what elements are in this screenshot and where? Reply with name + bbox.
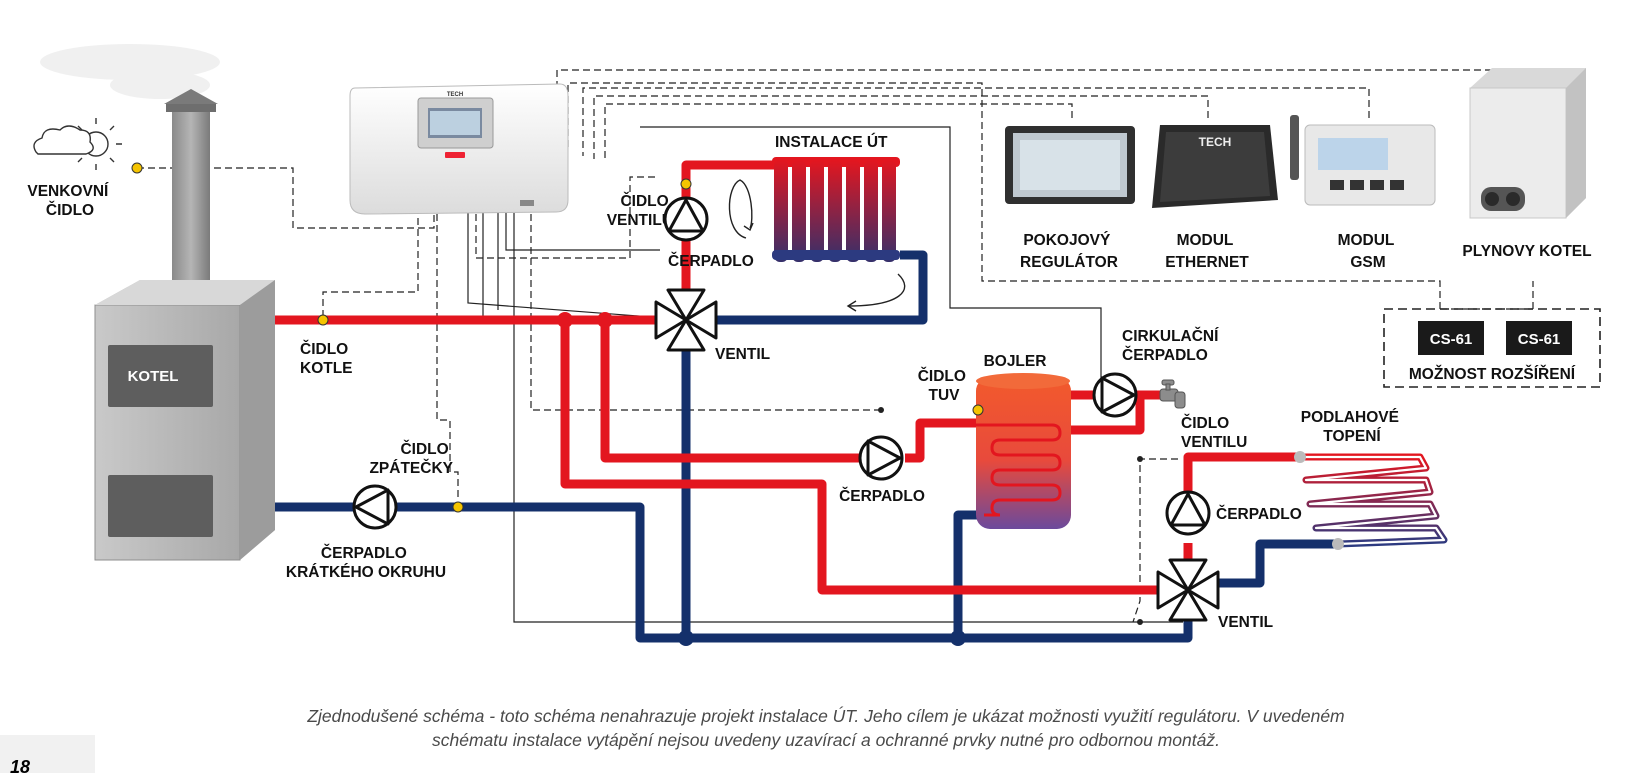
label-cerpadlo-mid: ČERPADLO <box>839 487 925 505</box>
label-instalace-ut: INSTALACE ÚT <box>775 133 888 151</box>
caption: Zjednodušené schéma - toto schéma nenahr… <box>0 704 1652 752</box>
label-modul-ethernet: MODUL ETHERNET <box>1165 232 1249 271</box>
label-venkovni-cidlo: VENKOVNÍ ČIDLO <box>27 183 112 219</box>
signal-junction-dot <box>878 407 884 413</box>
label-cidlo-zpatecky: ČIDLO ZPÁTEČKY <box>369 440 453 477</box>
return-sensor-dot <box>452 501 464 513</box>
label-cirkulacni-cerpadlo: CIRKULAČNÍ ČERPADLO <box>1122 327 1223 364</box>
label-cerpadlo-right: ČERPADLO <box>1216 505 1302 523</box>
mixing-valve-top <box>654 288 718 352</box>
pump-tank-loading <box>858 435 904 481</box>
label-cerpadlo-kratkeho-okruhu: ČERPADLO KRÁTKÉHO OKRUHU <box>286 544 446 581</box>
label-cidlo-ventilu-top: ČIDLO VENTILU <box>607 192 673 229</box>
solid-fuel-boiler <box>94 280 275 561</box>
flow-arrows <box>728 179 906 312</box>
page-number: 18 <box>10 757 31 777</box>
label-ventil-top: VENTIL <box>715 346 770 363</box>
label-moznost-rozsireni: MOŽNOST ROZŠÍŘENÍ <box>1409 365 1576 383</box>
caption-line-1: Zjednodušené schéma - toto schéma nenahr… <box>307 706 1345 726</box>
label-cidlo-tuv: ČIDLO TUV <box>918 367 971 404</box>
ethernet-module-logo: TECH <box>1199 135 1232 149</box>
chimney <box>164 89 218 300</box>
page-number-tab <box>0 735 95 773</box>
caption-line-2: schématu instalace vytápění nejsou uvede… <box>432 730 1220 750</box>
mixing-valve-right <box>1156 558 1220 622</box>
label-cs61-a: CS-61 <box>1430 331 1473 348</box>
label-pokojovy-regulator: POKOJOVÝ REGULÁTOR <box>1020 231 1118 271</box>
ethernet-module-device: TECH <box>1152 125 1278 208</box>
label-cidlo-ventilu-right: ČIDLO VENTILU <box>1181 414 1247 451</box>
label-cs61-b: CS-61 <box>1518 331 1561 348</box>
label-kotel: KOTEL <box>128 368 179 385</box>
cs61-module-b <box>1506 321 1572 355</box>
cloud-sun-icon <box>33 118 122 170</box>
label-podlahove-topeni: PODLAHOVÉ TOPENÍ <box>1301 409 1404 445</box>
floor-heating-coil <box>1294 451 1448 550</box>
label-modul-gsm: MODUL GSM <box>1338 232 1399 271</box>
pipe-junctions <box>557 312 966 646</box>
controller-unit: TECH <box>349 83 569 215</box>
signal-junction-right-dot <box>1137 619 1143 625</box>
label-plynovy-kotel: PLYNOVY KOTEL <box>1462 243 1591 260</box>
cs61-module-a <box>1418 321 1484 355</box>
pump-ut-circuit <box>663 196 709 242</box>
controller-logo: TECH <box>447 92 463 98</box>
outside-sensor-dot <box>131 162 143 174</box>
return-pipes <box>275 250 1338 643</box>
label-cerpadlo-top: ČERPADLO <box>668 252 754 270</box>
gsm-module-device <box>1290 115 1436 206</box>
tuv-sensor-dot <box>972 404 984 416</box>
pump-floor-circuit <box>1165 490 1211 536</box>
pump-circulation <box>1092 372 1138 418</box>
smoke <box>40 44 220 99</box>
gas-boiler-device <box>1469 68 1586 219</box>
label-cidlo-kotle: ČIDLO KOTLE <box>300 340 353 377</box>
valve-sensor-top-dot <box>680 178 692 190</box>
water-tap-icon <box>1159 379 1186 409</box>
label-bojler: BOJLER <box>984 353 1047 370</box>
boiler-tank <box>976 373 1071 529</box>
boiler-sensor-dot <box>317 314 329 326</box>
expansion-box <box>1383 308 1601 388</box>
room-regulator-device <box>1005 126 1135 204</box>
label-ventil-right: VENTIL <box>1218 614 1273 631</box>
valve-sensor-right-dot <box>1137 456 1143 462</box>
radiator <box>772 157 900 262</box>
pump-short-circuit <box>352 484 398 530</box>
